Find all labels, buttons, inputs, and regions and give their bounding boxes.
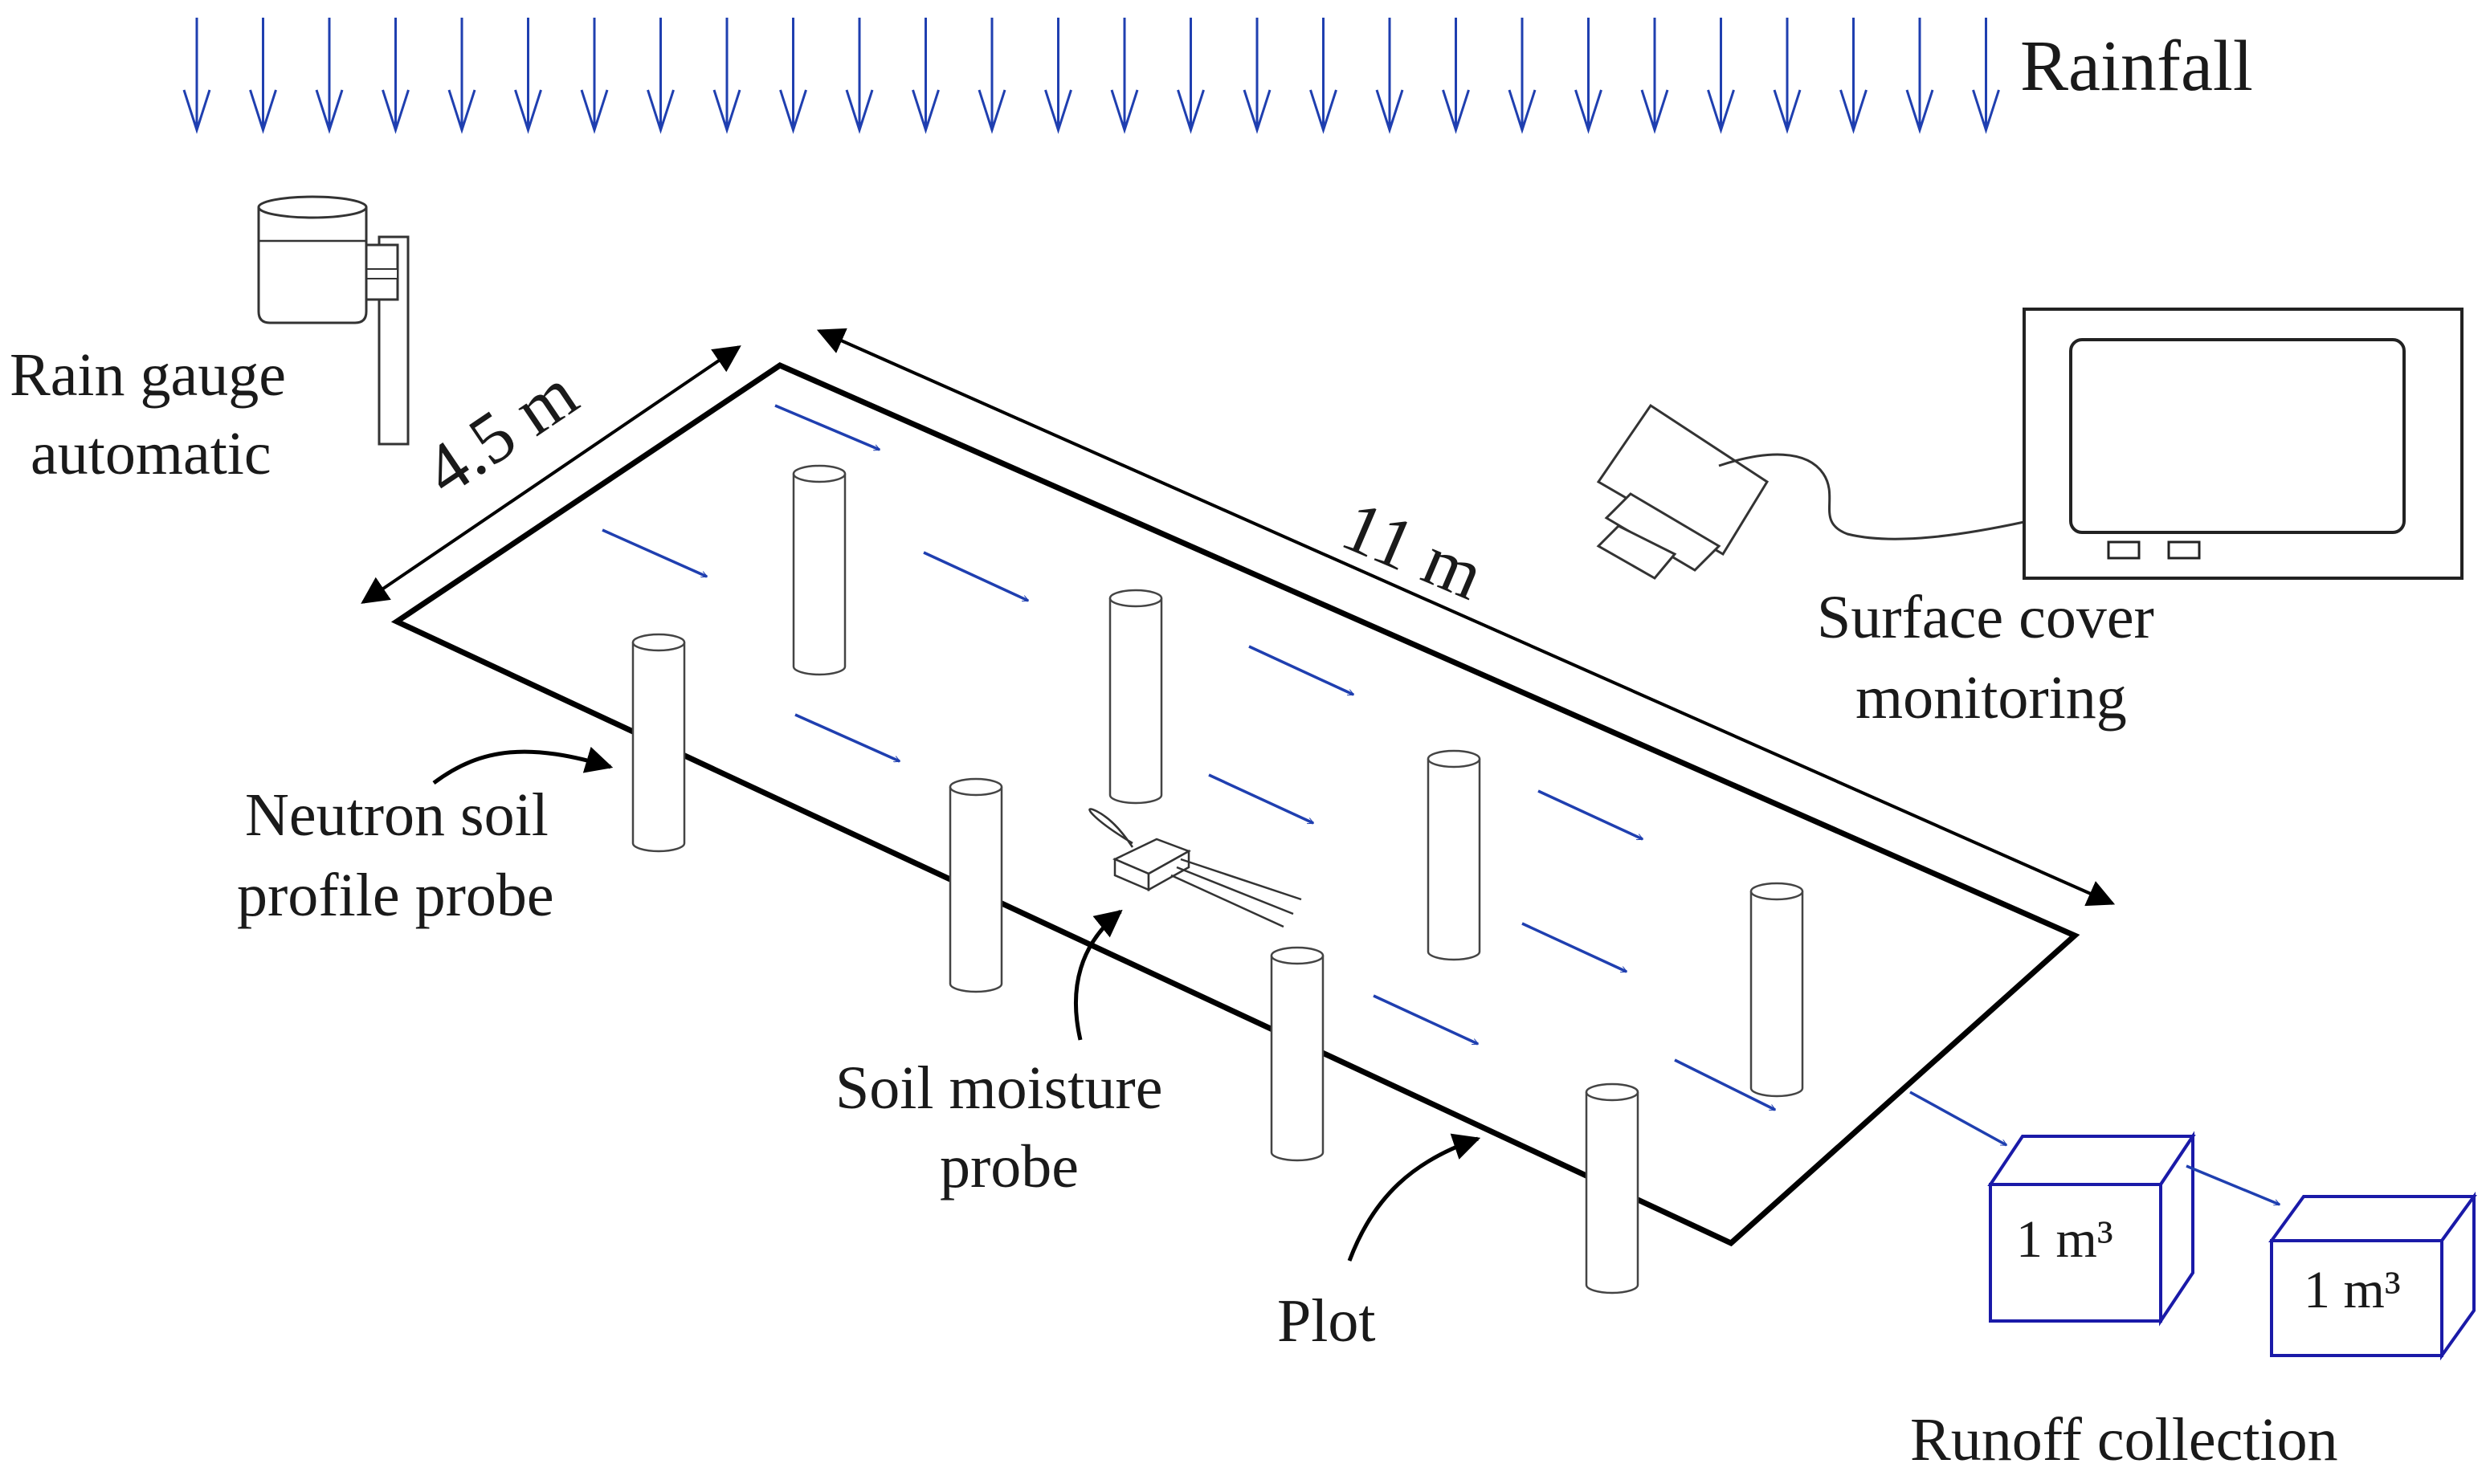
flow-arrow <box>794 713 900 763</box>
rainfall-label: Rainfall <box>2020 26 2253 106</box>
rain-arrow <box>1442 18 1470 134</box>
rain-arrow <box>845 18 874 134</box>
rain-arrow <box>1243 18 1272 134</box>
rain-gauge-label-line2: automatic <box>31 420 271 487</box>
rain-arrow <box>779 18 807 134</box>
neutron-probe-tube <box>1108 589 1163 805</box>
moisture-pointer-arrow <box>1074 909 1123 1041</box>
rain-arrow <box>182 18 211 134</box>
neutron-label-line1: Neutron soil <box>245 781 549 849</box>
neutron-probe-tube <box>1585 1082 1639 1294</box>
plot-label: Plot <box>1277 1287 1376 1355</box>
length-dimension-arrow <box>816 328 2116 907</box>
rain-arrow <box>1375 18 1404 134</box>
rain-arrow <box>1707 18 1735 134</box>
neutron-probe-tube <box>1270 946 1325 1162</box>
rain-arrow <box>315 18 344 134</box>
moisture-label-line2: probe <box>940 1133 1079 1201</box>
neutron-pointer-arrow <box>432 746 614 785</box>
neutron-probe-tube <box>631 633 686 853</box>
neutron-probe-tube <box>949 777 1003 993</box>
moisture-label-line1: Soil moisture <box>835 1054 1162 1122</box>
rain-arrow <box>1508 18 1537 134</box>
flow-arrow <box>774 404 880 451</box>
flow-arrow <box>1537 789 1643 841</box>
rain-arrow <box>1972 18 2000 134</box>
rain-arrow <box>647 18 675 134</box>
monitor-icon <box>2023 308 2464 580</box>
flow-arrow <box>1521 922 1627 973</box>
plot-pointer-arrow <box>1347 1133 1481 1262</box>
rain-arrow <box>1574 18 1602 134</box>
runoff-tank-1 <box>1987 1131 2196 1327</box>
camera-icon <box>1596 403 2025 580</box>
neutron-probe-tubes <box>631 464 1804 1294</box>
rainfall-arrows <box>182 18 2000 134</box>
neutron-probe-tube <box>1749 882 1804 1098</box>
tank2-label: 1 m³ <box>2304 1261 2401 1319</box>
rain-arrow <box>514 18 542 134</box>
rain-arrow <box>1177 18 1205 134</box>
width-dimension-arrow <box>361 345 741 604</box>
rain-arrow <box>1309 18 1337 134</box>
rain-arrow <box>1044 18 1072 134</box>
soil-moisture-probe-icon <box>1088 808 1302 928</box>
rain-arrow <box>249 18 277 134</box>
runoff-collection-label: Runoff collection <box>1910 1406 2338 1474</box>
rain-arrow <box>580 18 609 134</box>
length-dimension-label: 11 m <box>1331 486 1495 615</box>
rain-arrow <box>1905 18 1934 134</box>
neutron-probe-tube <box>792 464 847 676</box>
flow-arrow <box>602 528 707 578</box>
rain-arrow <box>1110 18 1139 134</box>
neutron-probe-tube <box>1427 749 1481 961</box>
width-dimension-label: 4.5 m <box>410 353 591 512</box>
outflow-arrow <box>1909 1091 2006 1147</box>
rain-arrow <box>912 18 940 134</box>
rain-gauge-label-line1: Rain gauge <box>10 341 286 409</box>
rain-arrow <box>1773 18 1802 134</box>
rain-arrow <box>712 18 741 134</box>
neutron-label-line2: profile probe <box>237 862 554 929</box>
surface-cover-label-line1: Surface cover <box>1817 584 2154 651</box>
rain-arrow <box>1640 18 1669 134</box>
runoff-tank-2 <box>2268 1191 2477 1361</box>
rain-arrow <box>382 18 410 134</box>
flow-arrow <box>923 551 1028 602</box>
tank1-label: 1 m³ <box>2016 1210 2113 1269</box>
tank-transfer-arrow <box>2186 1164 2280 1206</box>
surface-cover-label-line2: monitoring <box>1855 664 2127 732</box>
rain-arrow <box>447 18 476 134</box>
flow-arrow <box>1674 1058 1775 1111</box>
flow-arrow <box>1373 994 1478 1046</box>
rain-arrow <box>978 18 1006 134</box>
rain-arrow <box>1839 18 1868 134</box>
runoff-flow-arrows <box>602 404 1775 1111</box>
flow-arrow <box>1248 645 1353 696</box>
flow-arrow <box>1208 773 1313 825</box>
